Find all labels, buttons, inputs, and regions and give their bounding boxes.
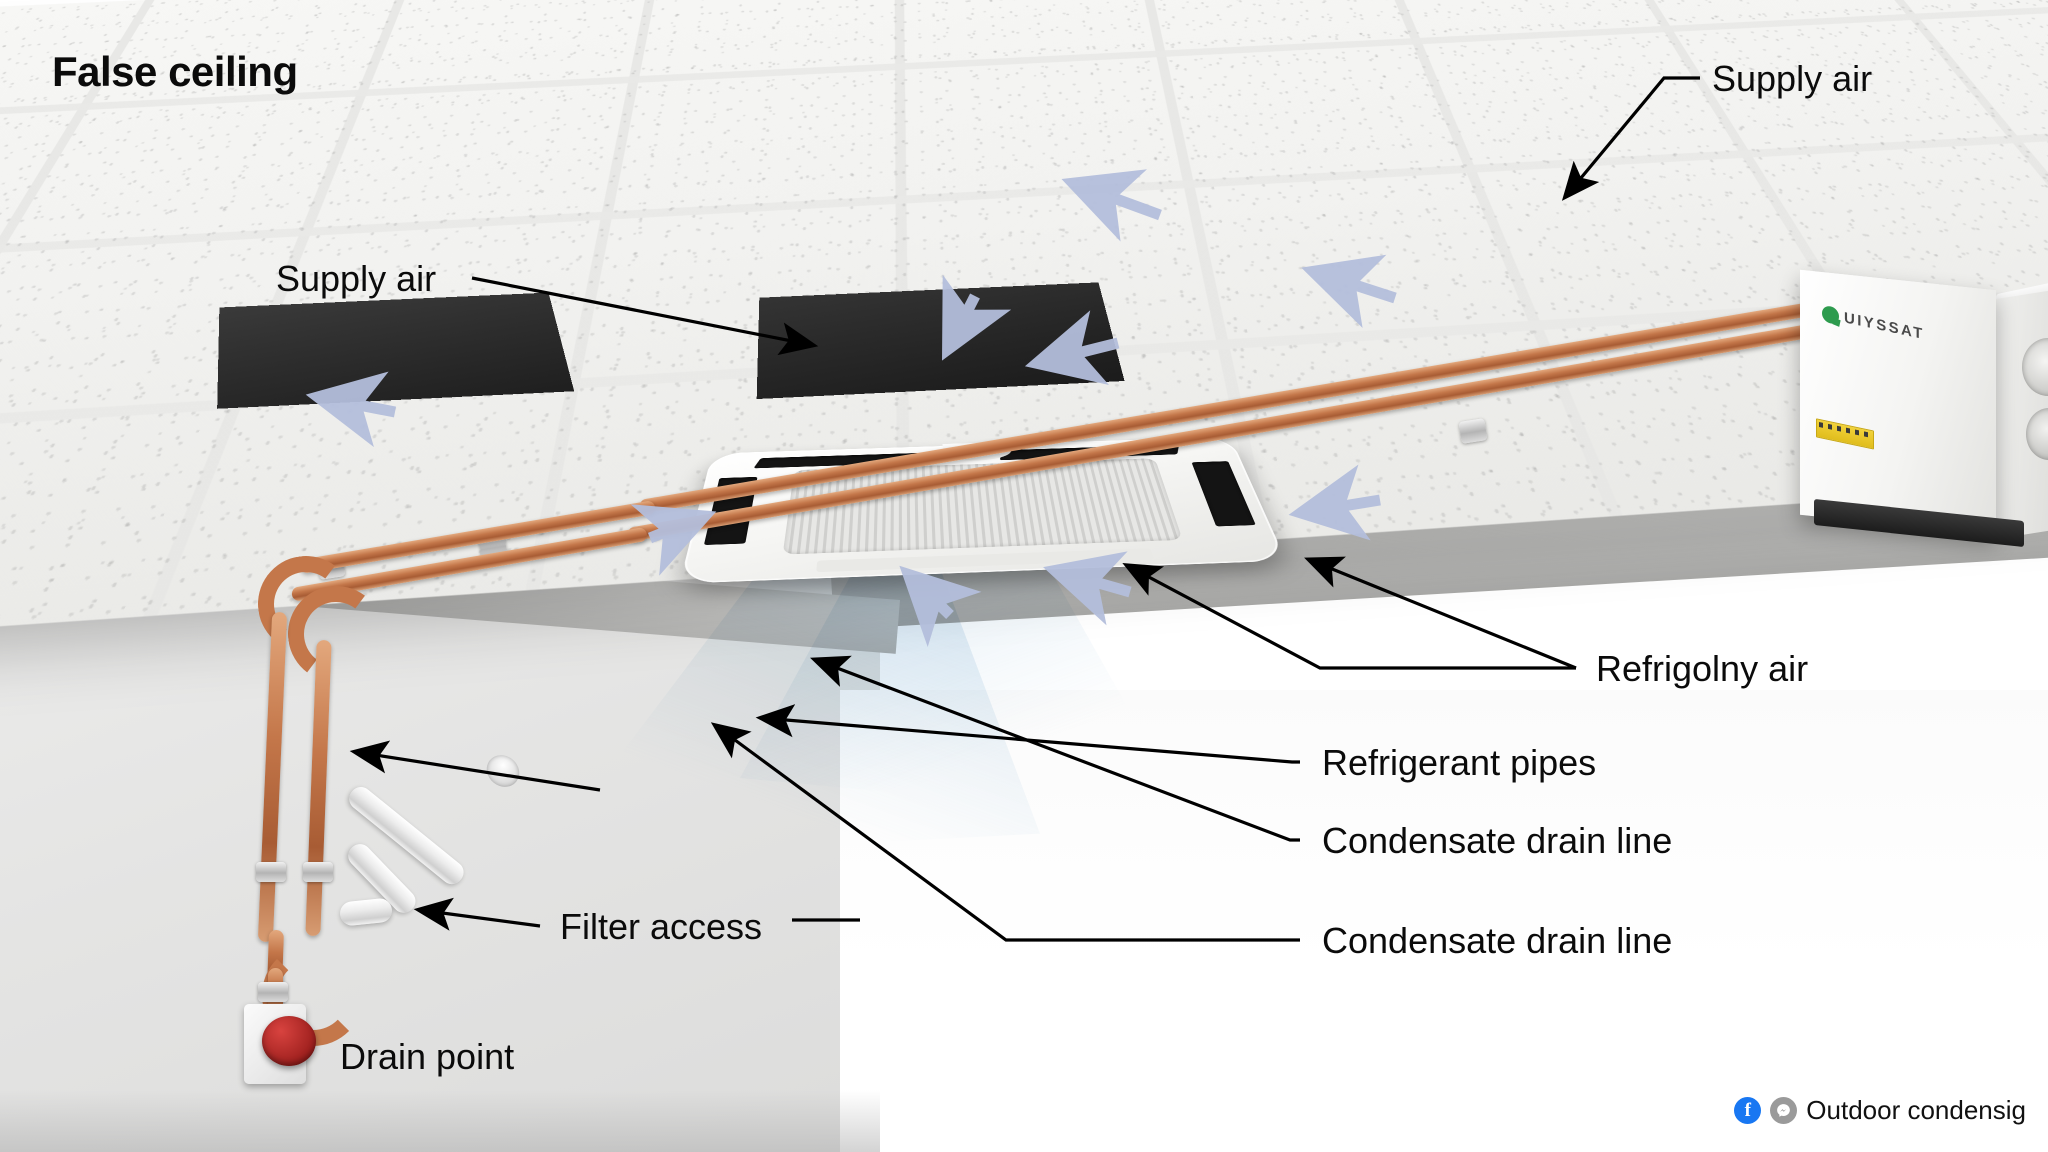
brand-logo-icon	[1822, 304, 1839, 326]
pipe-clamp-c	[1458, 418, 1488, 444]
label-refrigolny-air: Refrigolny air	[1596, 648, 1809, 689]
label-drain-point: Drain point	[340, 1036, 515, 1077]
brand-name: UIYSSAT	[1844, 309, 1925, 344]
pipe-clamp-drain-box	[258, 982, 288, 1002]
pipe-clamp-riser-left	[256, 862, 286, 882]
outdoor-unit-brand-plate: UIYSSAT	[1822, 304, 1925, 344]
label-supply-air-top-right: Supply air	[1712, 58, 1873, 99]
messenger-icon[interactable]	[1770, 1097, 1798, 1124]
label-refrigerant-pipes: Refrigerant pipes	[1322, 742, 1597, 783]
label-condensate-drain-line-2: Condensate drain line	[1322, 920, 1673, 961]
watermark-text: Outdoor condensig	[1806, 1095, 2026, 1125]
floor-shadow	[0, 1090, 880, 1152]
outdoor-condensing-unit: UIYSSAT	[1800, 269, 2048, 570]
ceiling-opening-right	[756, 282, 1125, 400]
warning-sticker	[1816, 418, 1874, 450]
pipe-clamp-riser-right	[303, 862, 333, 882]
drain-point-valve-knob	[262, 1016, 316, 1066]
label-filter-access: Filter access	[560, 906, 763, 947]
ceiling-opening-left	[217, 292, 575, 409]
outdoor-unit-front-panel: UIYSSAT	[1800, 269, 1996, 536]
watermark: f Outdoor condensig	[1734, 1095, 2026, 1126]
facebook-icon[interactable]: f	[1734, 1097, 1762, 1124]
label-supply-air-left: Supply air	[276, 258, 437, 299]
label-condensate-drain-line-1: Condensate drain line	[1322, 820, 1673, 861]
cassette-louver-right	[1191, 461, 1256, 527]
outdoor-unit-port-lower	[2026, 408, 2048, 460]
page-title: False ceiling	[52, 48, 298, 95]
